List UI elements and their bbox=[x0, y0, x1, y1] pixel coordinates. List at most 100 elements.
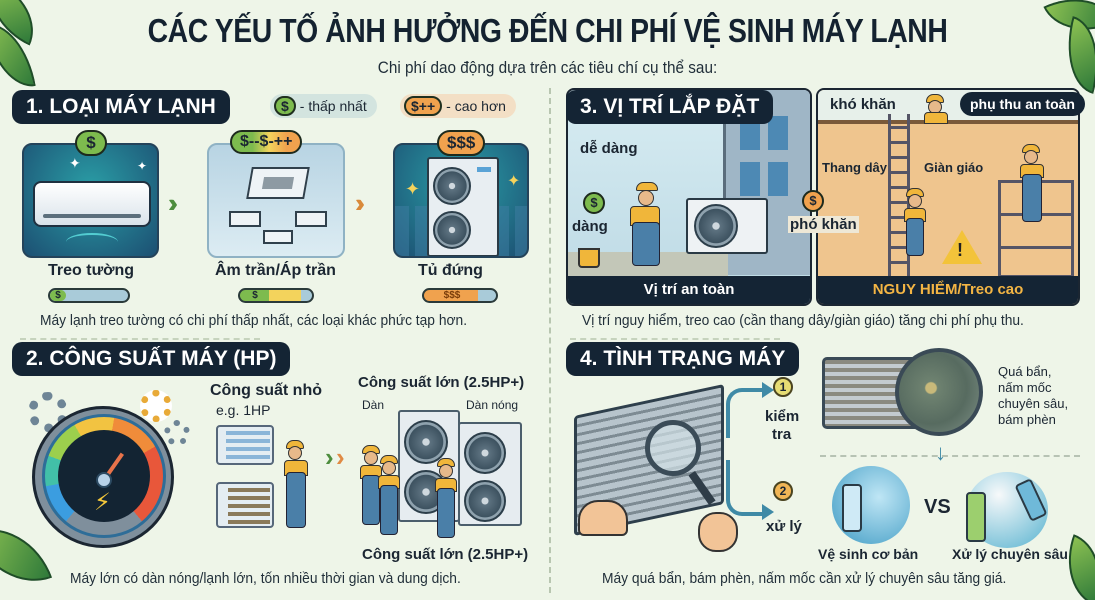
card-ceiling-cassette bbox=[207, 143, 345, 258]
dirt-note: bám phèn bbox=[998, 412, 1056, 427]
price-bar-wall: $ bbox=[48, 288, 130, 303]
legend-high-price: $++ - cao hơn bbox=[400, 94, 516, 118]
technician-figure bbox=[922, 94, 952, 124]
technician-figure bbox=[1018, 144, 1048, 224]
dirt-note: chuyên sâu, bbox=[998, 396, 1069, 411]
chevron-right-icon: ››› bbox=[168, 188, 178, 218]
panel-footer-safe: Vị trí an toàn bbox=[568, 276, 810, 304]
ceiling-cassette-icon-small bbox=[263, 230, 293, 244]
panel-safe-location: Vị trí an toàn bbox=[566, 88, 812, 306]
sparkle-icon: ✦ bbox=[405, 179, 421, 199]
section-3-caption: Vị trí nguy hiểm, treo cao (cần thang dâ… bbox=[582, 312, 1024, 329]
gear-icon bbox=[28, 392, 68, 432]
callout-dan-nong: Dàn nóng bbox=[466, 398, 519, 412]
vs-label: VS bbox=[924, 496, 951, 518]
item-label-wall: Treo tường bbox=[48, 262, 135, 279]
bucket-icon bbox=[578, 248, 600, 268]
technician-figure bbox=[435, 458, 461, 538]
legend-text-high: - cao hơn bbox=[446, 98, 506, 114]
card-floor-standing: ✦ ✦ bbox=[393, 143, 529, 258]
large-outdoor-unit-icon bbox=[458, 422, 522, 526]
hand-icon bbox=[698, 512, 738, 552]
magnifier-icon bbox=[645, 420, 701, 476]
sanitizer-bottle-icon bbox=[966, 492, 986, 542]
flow-arrow-treat-head bbox=[762, 504, 774, 520]
gear-icon bbox=[164, 420, 190, 446]
dirt-notes: Quá bẩn, nấm mốc chuyên sâu, bám phèn bbox=[998, 364, 1068, 428]
warning-exclamation: ! bbox=[957, 240, 963, 260]
legend-chip-low: $ bbox=[274, 96, 296, 116]
legend-chip-high: $++ bbox=[404, 96, 443, 116]
gauge-icon: ⚡ bbox=[28, 390, 190, 548]
ceiling-cassette-icon-small bbox=[295, 211, 327, 227]
coin-icon-green: $ bbox=[583, 192, 605, 214]
panel-footer-danger: NGUY HIỂM/Treo cao bbox=[818, 276, 1078, 304]
item-label-floor: Tủ đứng bbox=[418, 262, 483, 279]
technician-figure bbox=[282, 440, 312, 530]
basic-clean-icon bbox=[832, 466, 910, 544]
basic-clean-label: Vệ sinh cơ bản bbox=[818, 546, 919, 562]
flow-arrow-check-head bbox=[762, 382, 774, 398]
outdoor-unit-icon bbox=[686, 198, 768, 254]
large-capacity-label-top: Công suất lớn (2.5HP+) bbox=[358, 374, 525, 391]
chevron-right-icon: › bbox=[325, 442, 331, 472]
dirt-note: nấm mốc bbox=[998, 380, 1052, 395]
easy-coin-label: dàng bbox=[572, 218, 608, 235]
callout-dan: Dàn bbox=[362, 398, 385, 412]
warning-icon bbox=[942, 230, 982, 264]
item-label-ceiling: Âm trần/Áp trần bbox=[215, 262, 336, 279]
mold-magnified-icon bbox=[895, 348, 983, 436]
price-bar-ceiling: $ bbox=[238, 288, 314, 303]
flow-arrow-check bbox=[726, 388, 764, 438]
price-badge-ceiling: $--$-++ bbox=[230, 130, 303, 154]
divider-horizontal-right bbox=[570, 338, 780, 340]
coin-icon-orange: $ bbox=[802, 190, 824, 212]
price-badge-floor: $$$ bbox=[437, 130, 486, 156]
price-badge-wall: $ bbox=[75, 130, 107, 156]
legend-text-low: - thấp nhất bbox=[299, 98, 367, 114]
footer-safe-label: Vị trí an toàn bbox=[643, 281, 735, 298]
legend-low-price: $ - thấp nhất bbox=[270, 94, 377, 118]
sparkle-icon: ✦ bbox=[137, 159, 148, 173]
section-4-caption: Máy quá bẩn, bám phèn, nấm mốc cần xử lý… bbox=[602, 570, 1007, 587]
chevron-right-icon: › bbox=[336, 442, 342, 472]
hard-label: khó khăn bbox=[830, 96, 896, 113]
step-2-label: xử lý bbox=[766, 518, 802, 535]
page-subtitle: Chi phí dao động dựa trên các tiêu chí c… bbox=[377, 58, 718, 77]
price-bar-fill: $ bbox=[50, 290, 66, 301]
divider-horizontal-left bbox=[20, 338, 260, 340]
deep-clean-label: Xử lý chuyên sâu bbox=[952, 546, 1068, 562]
section-1-caption: Máy lạnh treo tường có chi phí thấp nhất… bbox=[40, 312, 468, 329]
technician-figure bbox=[360, 445, 386, 525]
flow-arrow-treat bbox=[726, 460, 764, 516]
section-1-title: 1. LOẠI MÁY LẠNH bbox=[12, 90, 230, 124]
down-arrow-icon: ↓ bbox=[935, 440, 946, 465]
section-2-title: 2. CÔNG SUẤT MÁY (HP) bbox=[12, 342, 291, 376]
dirt-note: Quá bẩn, bbox=[998, 364, 1052, 379]
step-1-label-a: kiểm bbox=[765, 408, 800, 425]
technician-figure bbox=[626, 182, 666, 268]
step-1-label-b: tra bbox=[772, 426, 792, 443]
dirty-coil-icon bbox=[216, 482, 274, 528]
sparkle-icon: ✦ bbox=[507, 173, 521, 190]
step-2-number: 2 bbox=[773, 481, 793, 501]
panel-dangerous-location: ! NGUY HIỂM/Treo cao bbox=[816, 88, 1080, 306]
dashed-separator bbox=[820, 455, 1080, 457]
spray-bottle-icon bbox=[1014, 478, 1048, 522]
ceiling-cassette-icon-small bbox=[229, 211, 261, 227]
hand-icon bbox=[578, 500, 628, 536]
page-title: CÁC YẾU TỐ ẢNH HƯỞNG ĐẾN CHI PHÍ VỆ SINH… bbox=[147, 12, 948, 49]
sparkle-icon: ✦ bbox=[69, 155, 81, 171]
large-capacity-label-bottom: Công suất lớn (2.5HP+) bbox=[362, 546, 529, 563]
lightning-icon: ⚡ bbox=[94, 489, 111, 516]
section-2-caption: Máy lớn có dàn nóng/lạnh lớn, tốn nhiều … bbox=[70, 570, 461, 587]
gear-icon bbox=[140, 390, 172, 422]
price-bar-fill: $$$ bbox=[443, 290, 461, 301]
price-bar-fill: $ bbox=[252, 290, 258, 301]
cold-air-icon bbox=[66, 233, 118, 251]
small-capacity-label: Công suất nhỏ bbox=[210, 382, 322, 399]
deep-clean-icon bbox=[966, 472, 1048, 548]
leaf-decoration-bottom-right bbox=[1053, 534, 1095, 600]
scaffold-label: Giàn giáo bbox=[924, 160, 984, 175]
technician-figure bbox=[378, 455, 404, 535]
